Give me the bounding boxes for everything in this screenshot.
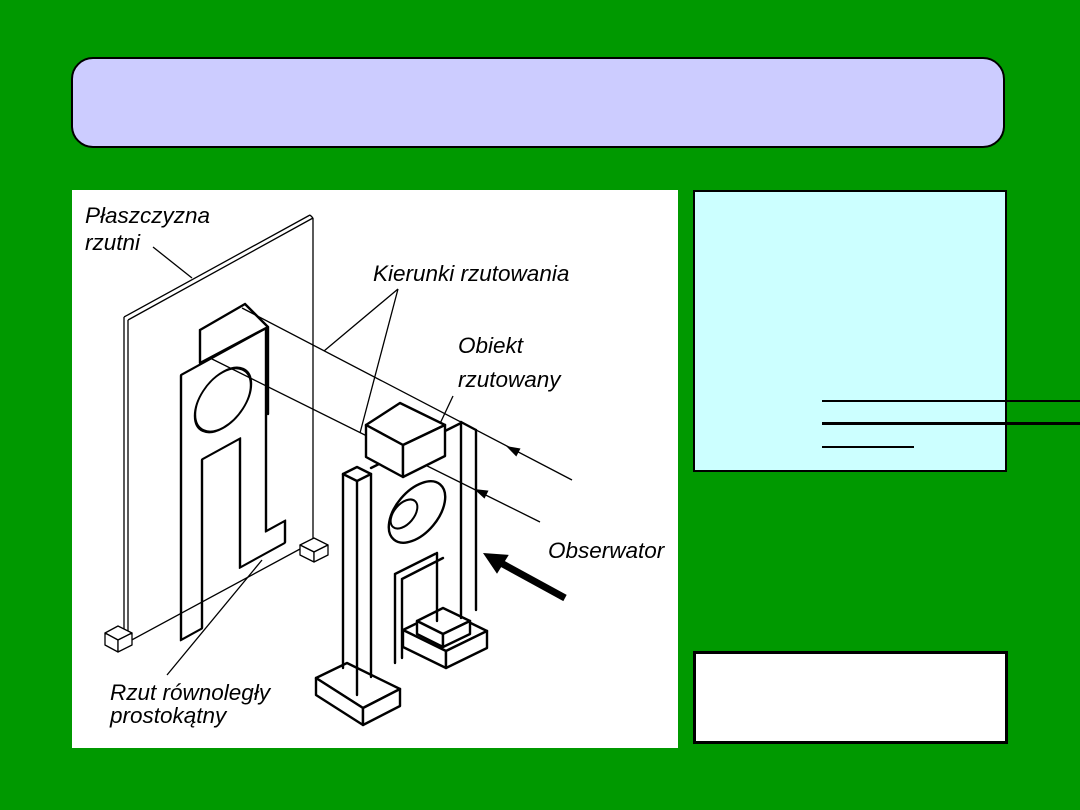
rule-line-thick	[822, 422, 1080, 425]
rule-line-thin-short	[822, 446, 914, 448]
label-object-line1: Obiekt	[458, 333, 525, 358]
leader-projection-label	[166, 559, 263, 676]
label-projection-line1: Rzut równoległy	[110, 680, 272, 705]
object-top-box	[364, 401, 447, 479]
note-box	[693, 651, 1008, 744]
diagram-labels: Płaszczyzna rzutni Kierunki rzutowania O…	[85, 203, 666, 728]
rule-line-thin-top	[822, 400, 1080, 402]
title-box	[71, 57, 1005, 148]
object-3d	[314, 401, 489, 727]
label-plane-line2: rzutni	[85, 230, 141, 255]
label-plane-line1: Płaszczyzna	[85, 203, 210, 228]
leader-directions-label	[323, 288, 399, 434]
projection-diagram-panel: Płaszczyzna rzutni Kierunki rzutowania O…	[72, 190, 678, 748]
projection-diagram: Płaszczyzna rzutni Kierunki rzutowania O…	[85, 203, 666, 728]
projection-ray-arrowheads	[474, 446, 521, 499]
observer-arrow	[483, 553, 567, 602]
label-observer: Obserwator	[548, 538, 666, 563]
leader-plane-label	[152, 246, 193, 279]
projected-shape	[179, 302, 287, 642]
label-projection-line2: prostokątny	[109, 703, 228, 728]
content-box	[693, 190, 1007, 472]
plane-feet	[104, 537, 329, 653]
label-directions: Kierunki rzutowania	[373, 261, 569, 286]
label-object-line2: rzutowany	[458, 367, 562, 392]
